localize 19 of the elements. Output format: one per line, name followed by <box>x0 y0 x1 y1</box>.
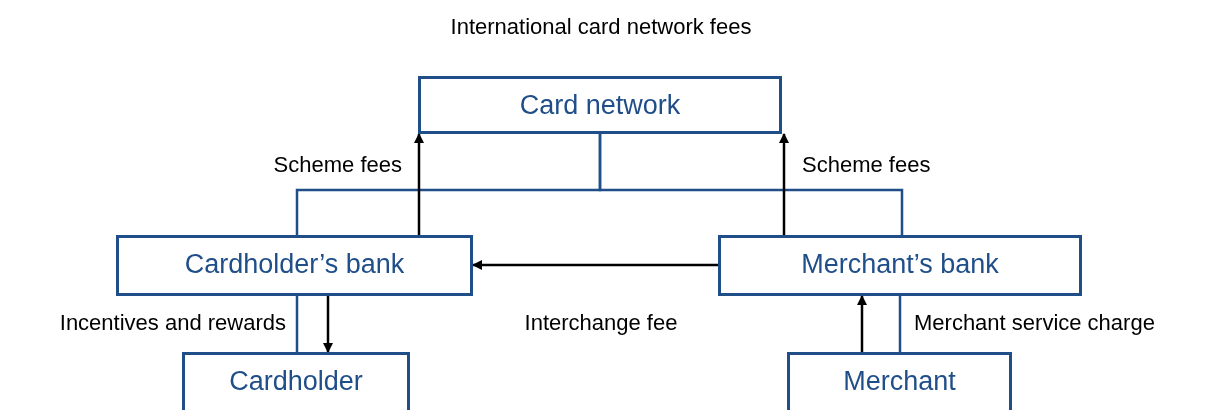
box-label: Cardholder <box>229 365 363 398</box>
connector-line <box>898 296 902 352</box>
entity-box <box>718 235 1082 296</box>
arrow <box>857 295 867 352</box>
entity-box <box>418 76 782 134</box>
box-label: Card network <box>519 89 681 122</box>
box-label: Merchant <box>843 365 956 398</box>
connector-line <box>295 296 299 352</box>
box-label: Cardholder’s bank <box>184 248 405 281</box>
connector-line <box>598 134 904 235</box>
box-label: Merchant’s bank <box>801 248 999 281</box>
entity-box <box>787 352 1012 410</box>
entity-box <box>116 235 473 296</box>
title: International card network fees <box>449 13 753 41</box>
entity-box <box>182 352 410 410</box>
arrow <box>414 133 424 235</box>
arrow <box>323 296 333 353</box>
arrow <box>472 260 718 270</box>
arrow <box>779 133 789 235</box>
